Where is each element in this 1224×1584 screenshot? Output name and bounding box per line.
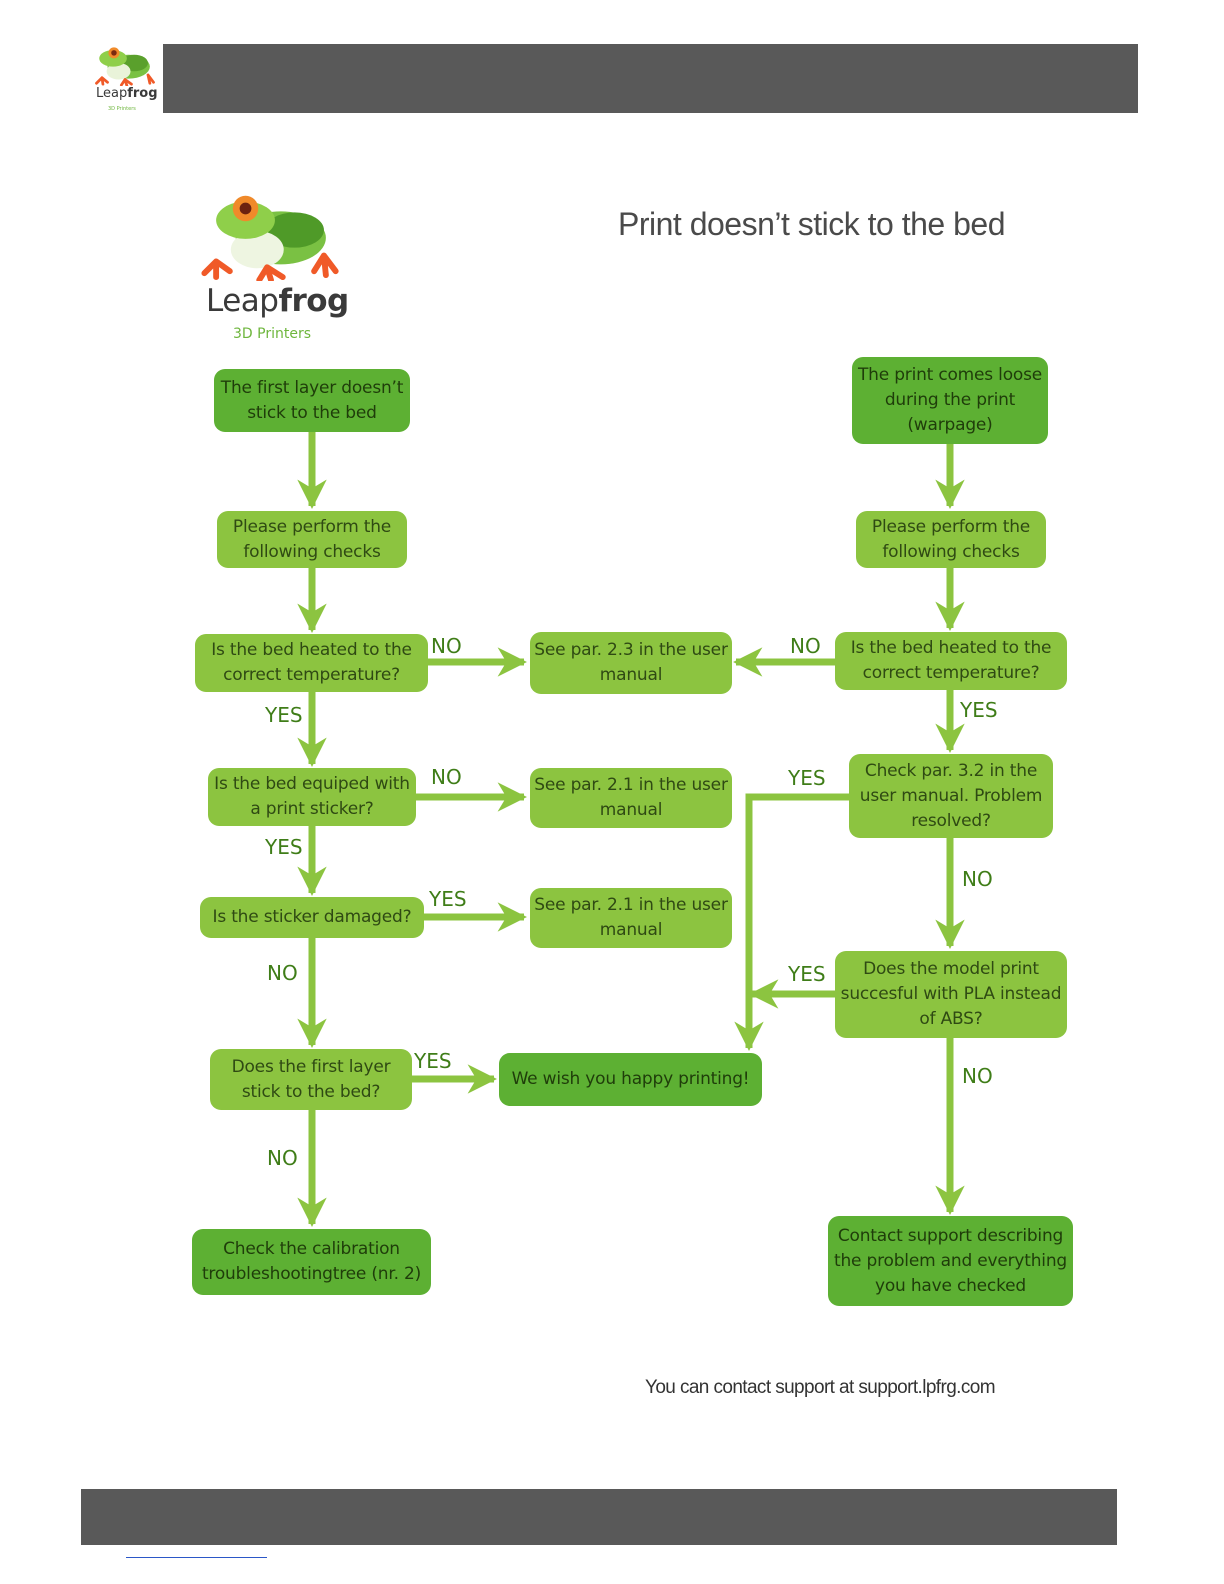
node-calibration: Check the calibration troubleshootingtre…: [192, 1229, 431, 1295]
brand-wordmark: Leapfrog: [96, 86, 158, 101]
label-pla-no: NO: [962, 1064, 993, 1088]
label-damaged-no: NO: [267, 961, 298, 985]
label-stick-no: NO: [267, 1146, 298, 1170]
node-par-32: Check par. 3.2 in the user manual. Probl…: [849, 754, 1053, 838]
node-left-checks: Please perform the following checks: [217, 511, 407, 568]
label-par32-no: NO: [962, 867, 993, 891]
node-first-layer-stick: Does the first layer stick to the bed?: [210, 1049, 412, 1110]
node-contact-support: Contact support describing the problem a…: [828, 1216, 1073, 1306]
footer-bar: [81, 1489, 1117, 1545]
node-left-bed-heated: Is the bed heated to the correct tempera…: [195, 634, 428, 692]
label-par32-yes: YES: [788, 766, 826, 790]
node-first-layer: The first layer doesn’t stick to the bed: [214, 369, 410, 432]
node-par-23: See par. 2.3 in the user manual: [530, 632, 732, 694]
label-stick-yes: YES: [414, 1049, 452, 1073]
main-logo: Leapfrog 3D Printers: [196, 183, 349, 342]
frog-icon: [95, 47, 155, 87]
node-right-checks: Please perform the following checks: [856, 511, 1046, 568]
label-heated-no: NO: [431, 634, 462, 658]
header-logo: Leapfrog 3D Printers: [92, 40, 158, 112]
label-pla-yes: YES: [788, 962, 826, 986]
label-heated-yes: YES: [265, 703, 303, 727]
contact-support-text: You can contact support at support.lpfrg…: [645, 1377, 996, 1398]
header-bar: [163, 44, 1138, 113]
node-par-21-b: See par. 2.1 in the user manual: [530, 888, 732, 948]
label-sticker-no: NO: [431, 765, 462, 789]
frog-icon: [201, 195, 339, 283]
label-rheated-yes: YES: [960, 698, 998, 722]
label-rheated-no: NO: [790, 634, 821, 658]
node-happy-printing: We wish you happy printing!: [499, 1053, 762, 1106]
node-right-bed-heated: Is the bed heated to the correct tempera…: [835, 632, 1067, 690]
label-damaged-yes: YES: [429, 887, 467, 911]
brand-wordmark: Leapfrog: [206, 283, 349, 319]
page-title: Print doesn’t stick to the bed: [618, 206, 1006, 242]
brand-tagline: 3D Printers: [233, 326, 312, 342]
node-bed-sticker: Is the bed equiped with a print sticker?: [208, 768, 416, 826]
node-sticker-damaged: Is the sticker damaged?: [200, 897, 424, 938]
brand-tagline: 3D Printers: [108, 106, 136, 112]
node-par-21-a: See par. 2.1 in the user manual: [530, 768, 732, 828]
node-pla-vs-abs: Does the model print succesful with PLA …: [835, 951, 1067, 1038]
footer-link-underline[interactable]: [126, 1557, 267, 1558]
label-sticker-yes: YES: [265, 835, 303, 859]
arrow-par32-yes: [734, 793, 850, 1051]
node-comes-loose: The print comes loose during the print (…: [852, 357, 1048, 444]
